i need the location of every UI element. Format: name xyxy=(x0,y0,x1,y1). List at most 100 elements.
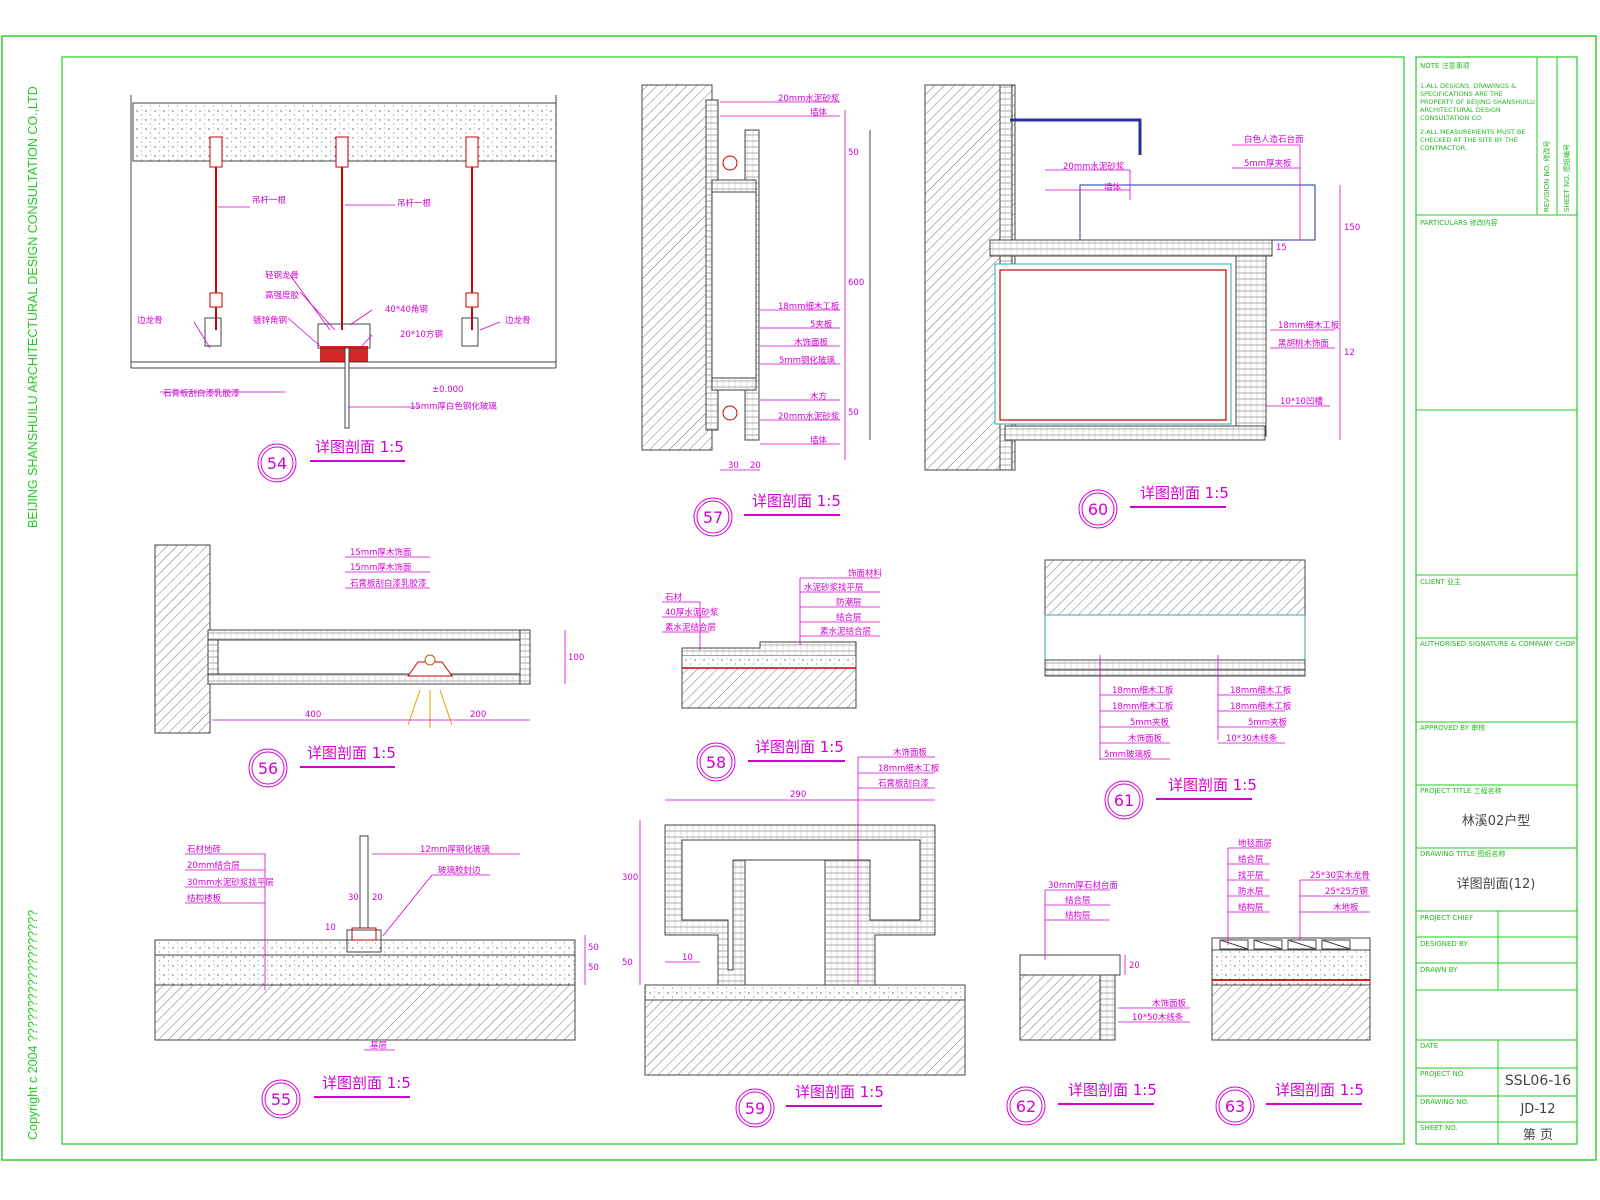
drawing-label: 20*10方钢 xyxy=(400,329,443,340)
drawing-label: 墙体 xyxy=(1104,182,1122,193)
drawing-label: 30mm厚石材台面 xyxy=(1048,880,1118,891)
detail-57: 20mm水泥砂浆 墙体 18mm细木工板 5夹板 木饰面板 5mm钢化玻璃 木方… xyxy=(641,84,871,471)
detail-54: ±0.000 吊杆一根 吊杆一根 轻钢龙骨 高强度胶 镀锌角钢 40*40角钢 … xyxy=(130,95,557,429)
detail-badge-55: 55 详图剖面 1:5 xyxy=(261,1074,411,1119)
detail-59: 290 300 50 10 木饰面板 18mm细木工板 石膏板刮白漆 xyxy=(622,747,966,1076)
drawing-label: 400 xyxy=(305,710,321,720)
detail-60: 白色人造石台面 5mm厚夹板 20mm水泥砂浆 墙体 18mm细木工板 黑胡桃木… xyxy=(924,84,1360,471)
drawing-label: SHEET NO. xyxy=(1420,1124,1458,1132)
drawing-label: DRAWING TITLE 图纸名称 xyxy=(1420,849,1505,858)
drawing-label: 10*50木线条 xyxy=(1132,1012,1184,1023)
drawing-label: 结构层 xyxy=(1065,910,1091,921)
drawing-label: 20 xyxy=(750,461,761,471)
drawing-label: 50 xyxy=(622,958,633,968)
inner-border xyxy=(61,56,1405,1145)
drawing-label: DATE xyxy=(1420,1042,1438,1050)
detail-58: 石材 40厚水泥砂浆 素水泥结合层 饰面材料 水泥砂浆找平层 防潮层 结合层 素… xyxy=(662,568,883,709)
drawing-label: 40*40角钢 xyxy=(385,304,428,315)
drawing-label: 10*30木线条 xyxy=(1226,733,1278,744)
drawing-label: 石材 xyxy=(665,592,683,603)
drawing-label: PARTICULARS 修改内容 xyxy=(1420,218,1498,227)
drawing-label: 地毯面层 xyxy=(1238,838,1272,849)
drawing-label: 18mm细木工板 xyxy=(1230,701,1292,712)
drawing-label: 58 xyxy=(706,753,726,772)
drawing-label: 防潮层 xyxy=(836,597,862,608)
drawing-label: 石材地砖 xyxy=(187,844,222,855)
drawing-label: 5mm钢化玻璃 xyxy=(779,355,835,366)
detail-badge-59: 59 详图剖面 1:5 xyxy=(735,1083,884,1128)
drawing-label: 边龙骨 xyxy=(137,315,163,326)
drawing-label: 50 xyxy=(588,963,599,973)
drawing-label: 56 xyxy=(258,759,278,778)
drawing-label: 防水层 xyxy=(1238,886,1264,897)
drawing-label: 石膏板刮白漆乳胶漆 xyxy=(163,388,240,399)
drawing-label: 10 xyxy=(325,923,336,933)
drawing-label: 62 xyxy=(1016,1097,1036,1116)
title-block-border xyxy=(1415,56,1578,1145)
drawing-label: 详图剖面 1:5 xyxy=(755,738,844,756)
drawing-label: 详图剖面 1:5 xyxy=(315,438,404,456)
drawing-label: JD-12 xyxy=(1519,1102,1555,1117)
sidebar-company: BEIJING SHANSHUILU ARCHITECTURAL DESIGN … xyxy=(26,86,40,528)
note-2: 2.ALL MEASUREMENTS MUST BE CHECKED AT TH… xyxy=(1420,128,1526,152)
drawing-label: 5mm夹板 xyxy=(1248,717,1287,728)
drawing-label: 高强度胶 xyxy=(265,290,300,301)
drawing-label: DRAWING NO. xyxy=(1420,1098,1469,1106)
drawing-label: 吊杆一根 xyxy=(397,198,432,209)
drawing-label: 5mm玻璃板 xyxy=(1104,749,1152,760)
drawing-label: 20mm结合层 xyxy=(187,860,240,871)
drawing-label: 55 xyxy=(271,1090,291,1109)
detail-badge-58: 58 详图剖面 1:5 xyxy=(696,738,845,782)
drawing-label: 木方 xyxy=(810,391,827,402)
drawing-label: 木地板 xyxy=(1333,902,1359,913)
drawing-label: 20mm水泥砂浆 xyxy=(1063,161,1125,172)
detail-62: 30mm厚石材台面 结合层 结构层 木饰面板 10*50木线条 20 xyxy=(1019,880,1190,1041)
drawing-label: 详图剖面 1:5 xyxy=(752,492,841,510)
drawing-label: AUTHORISED SIGNATURE & COMPANY CHOP xyxy=(1420,640,1575,648)
drawing-label: 150 xyxy=(1344,223,1360,233)
drawing-label: SSL06-16 xyxy=(1505,1073,1571,1089)
drawing-label: 素水泥结合层 xyxy=(665,622,716,633)
drawing-label: 详图剖面 1:5 xyxy=(1275,1081,1364,1099)
drawing-label: 边龙骨 xyxy=(505,315,531,326)
drawing-label: 57 xyxy=(703,508,723,527)
drawing-label: 结构楼板 xyxy=(187,893,222,904)
sidebar-copyright: Copyright c 2004 ??????????????????? xyxy=(26,910,40,1140)
drawing-label: 40厚水泥砂浆 xyxy=(665,607,719,618)
drawing-label: 石膏板刮白漆乳胶漆 xyxy=(350,578,427,589)
drawing-label: PROJECT NO. xyxy=(1420,1070,1465,1078)
drawing-label: 18mm细木工板 xyxy=(1230,685,1292,696)
drawing-label: 50 xyxy=(848,408,859,418)
drawing-label: 12 xyxy=(1344,348,1355,358)
drawing-label: 18mm细木工板 xyxy=(1112,701,1174,712)
detail-badge-62: 62 详图剖面 1:5 xyxy=(1006,1081,1157,1126)
drawing-label: 54 xyxy=(267,454,287,473)
drawing-label: 木饰面板 xyxy=(1128,733,1163,744)
drawing-label: 10*10凹槽 xyxy=(1280,396,1323,407)
drawing-label: CLIENT 业主 xyxy=(1420,577,1461,586)
drawing-label: 30 xyxy=(728,461,739,471)
outer-border xyxy=(1,35,1597,1161)
drawing-label: 50 xyxy=(848,148,859,158)
drawing-label: 18mm细木工板 xyxy=(1278,320,1340,331)
detail-61: 18mm细木工板 18mm细木工板 5mm夹板 木饰面板 5mm玻璃板 18mm… xyxy=(1044,559,1306,760)
drawing-label: 300 xyxy=(622,873,638,883)
drawing-label: 18mm细木工板 xyxy=(878,763,940,774)
drawing-label: 50 xyxy=(588,943,599,953)
drawing-label: 详图剖面 1:5 xyxy=(1140,484,1229,502)
detail-56: 15mm厚木饰面 15mm厚木饰面 石膏板刮白漆乳胶漆 400 200 100 xyxy=(154,544,584,734)
drawing-label: 结合层 xyxy=(1238,854,1264,865)
drawing-label: 结合层 xyxy=(836,612,862,623)
drawing-label: 详图剖面 1:5 xyxy=(307,744,396,762)
drawing-label: 20mm水泥砂浆 xyxy=(778,93,840,104)
drawing-label: SHEET NO. 图纸编号 xyxy=(1562,144,1571,212)
drawing-label: 玻璃胶封边 xyxy=(438,865,481,876)
drawing-label: DESIGNED BY xyxy=(1420,940,1468,948)
drawing-label: 25*30实木龙骨 xyxy=(1310,870,1370,881)
drawing-label: 详图剖面 1:5 xyxy=(1068,1081,1157,1099)
drawing-label: 饰面材料 xyxy=(848,568,883,579)
detail-63: 地毯面层 结合层 找平层 防水层 结构层 25*30实木龙骨 25*25方钢 木… xyxy=(1211,838,1371,1041)
drawing-label: 200 xyxy=(470,710,486,720)
drawing-label: 第 页 xyxy=(1523,1128,1553,1143)
drawing-label: 墙体 xyxy=(810,435,828,446)
